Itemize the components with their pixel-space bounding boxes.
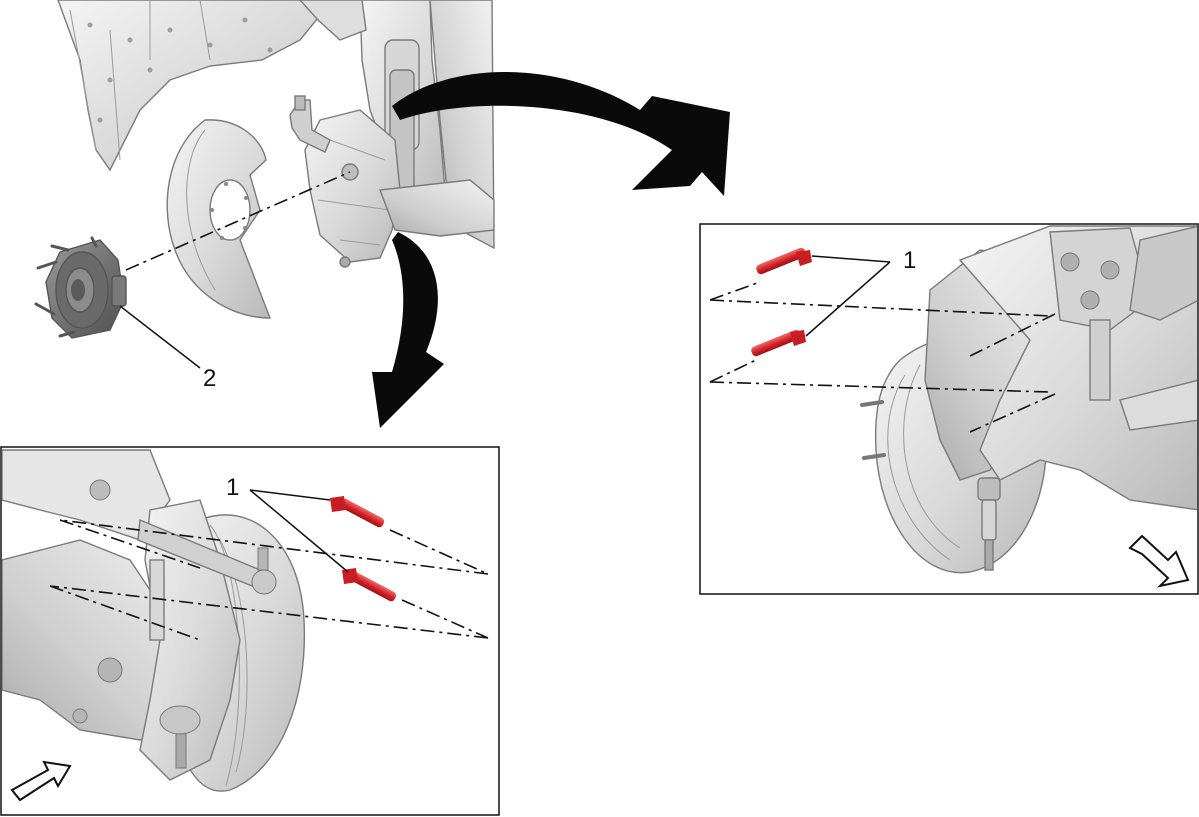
bolt-icon: [342, 568, 397, 602]
callout-left-bolts: 1: [226, 474, 239, 501]
outline-arrow-icon: [1128, 534, 1190, 588]
callout-hub: 2: [203, 365, 216, 392]
bolt-icon: [751, 329, 806, 357]
curved-arrow-icon: [372, 232, 444, 428]
overview-assembly: 2: [34, 0, 495, 392]
wheel-hub-bearing: [34, 236, 127, 339]
curved-arrow-icon: [392, 71, 730, 196]
bolt-icon: [756, 247, 812, 275]
steering-knuckle: [304, 109, 401, 263]
outline-arrow-icon: [10, 760, 72, 802]
bolt-icon: [330, 496, 385, 528]
detail-view-left: 1: [0, 446, 500, 816]
callout-right-bolts: 1: [903, 247, 916, 274]
detail-view-right: 1: [699, 223, 1199, 595]
